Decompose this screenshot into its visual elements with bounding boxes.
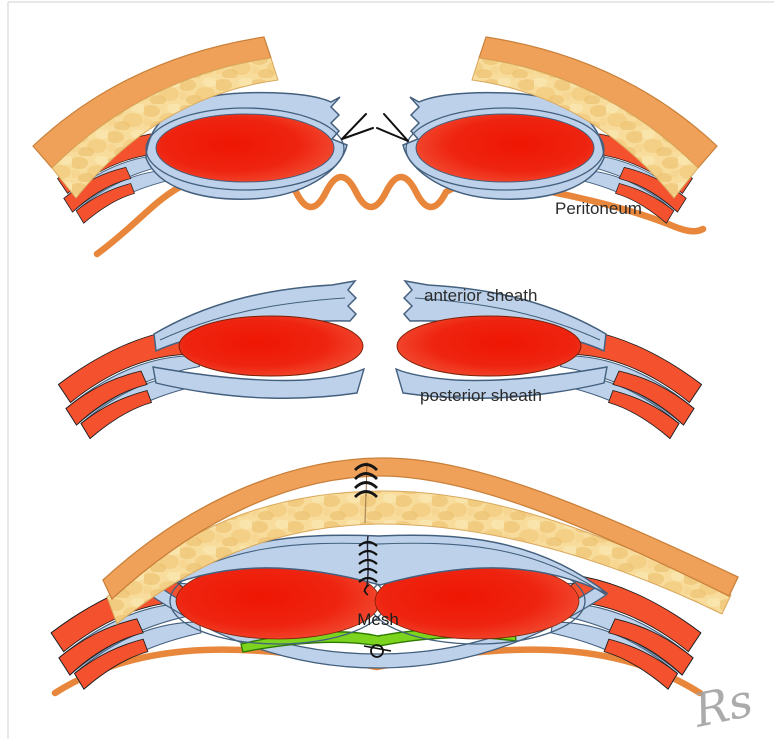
rectus-complex-left [145,91,348,200]
mesh-label: Mesh [357,610,399,629]
arrow-icon-left [341,113,374,140]
skin-suture-icon [354,461,378,499]
rectus-complex-right [402,91,605,200]
top-panel: Peritoneum [32,36,718,258]
rectus-muscle-right [396,315,582,377]
fat-layer [51,57,279,199]
rectus-muscle-right [415,113,595,183]
posterior-sheath-label: posterior sheath [420,386,542,405]
fat-layer [106,490,732,625]
anterior-sheath-closed [147,534,609,595]
rectus-muscle-left [155,113,335,183]
arrow-icon-right [376,113,409,142]
skin-layer [102,457,739,601]
opened-sheath-left [152,279,366,399]
middle-panel: anterior sheath posterior sheath [57,279,703,440]
rectus-muscle-left [178,315,364,377]
fat-layer [471,57,699,199]
posterior-sheath-left [152,366,366,399]
anterior-sheath-inner-line [159,297,346,341]
knot-suture-icon [363,644,392,658]
skin-flap-right [471,36,718,199]
sheath-inner-ring-left [145,107,345,191]
posterior-sheath-right [394,366,608,399]
sheath-inner-ring-right [405,107,605,191]
anterior-sheath-inner-line [157,542,599,591]
skin-flap-left [32,36,279,199]
signature: Rs [688,673,757,738]
running-suture-icon [358,535,378,596]
fat-seam-line [364,493,367,524]
anterior-sheath-inner-line [414,297,601,341]
frame-border [7,1,774,739]
opened-sheath-right [394,279,608,399]
bottom-panel: Mesh [50,457,739,697]
anterior-sheath-label: anterior sheath [424,286,537,305]
peritoneum-label: Peritoneum [555,199,642,218]
